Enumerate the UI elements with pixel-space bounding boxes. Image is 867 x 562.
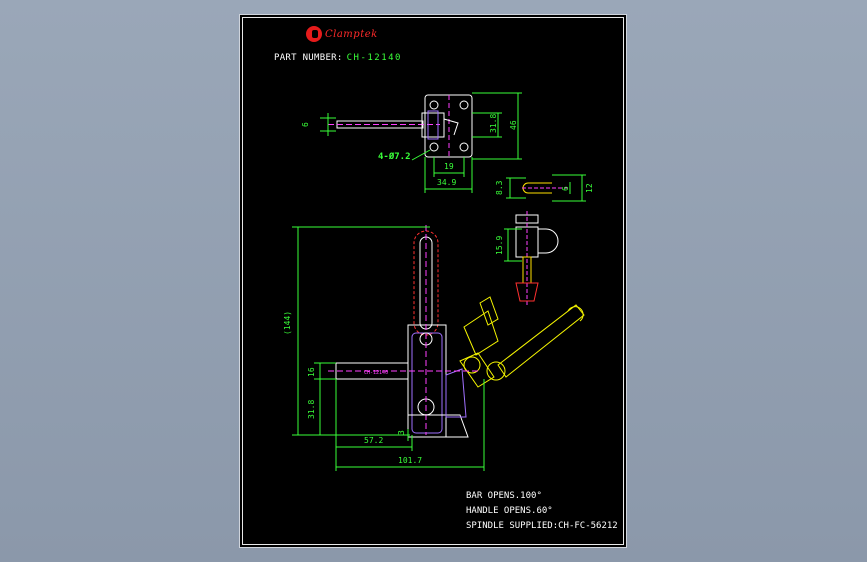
part-number-value: CH-12140 [346, 53, 402, 63]
bar-text: CH-12140 [364, 370, 388, 376]
dim-side-1017: 101.7 [398, 456, 422, 465]
company-logo: Clamptek [306, 26, 378, 42]
dim-side-height: (144) [283, 311, 292, 335]
dim-side-3: 3 [397, 430, 406, 435]
dim-top-height-46: 46 [509, 120, 518, 130]
dim-top-width-19: 19 [444, 162, 454, 171]
drawing-sheet: Clamptek PART NUMBER:CH-12140 [239, 14, 627, 548]
hole-label: 4-Ø7.2 [378, 151, 411, 162]
dim-side-16: 16 [307, 367, 316, 377]
cad-drawing: 6 31.8 46 4-Ø7.2 19 34.9 8.3 6 12 [283, 92, 594, 471]
dim-spindle-6: 6 [561, 186, 570, 191]
dim-side-572: 57.2 [364, 436, 383, 445]
dim-spindle-83: 8.3 [495, 180, 504, 195]
top-view: 6 31.8 46 4-Ø7.2 19 34.9 [301, 92, 522, 193]
drawing-frame [242, 17, 624, 545]
logo-text: Clamptek [325, 28, 378, 40]
dim-top-thickness: 6 [301, 122, 310, 127]
dim-spindle-159: 15.9 [495, 236, 504, 255]
dim-top-height-31: 31.8 [489, 114, 498, 133]
spec-notes: BAR OPENS.100° HANDLE OPENS.60° SPINDLE … [466, 489, 618, 534]
dim-side-318: 31.8 [307, 400, 316, 419]
dim-spindle-12: 12 [585, 183, 594, 193]
note-spindle: SPINDLE SUPPLIED:CH-FC-56212 [466, 521, 618, 531]
part-number-label: PART NUMBER: [274, 53, 343, 63]
dim-top-width-349: 34.9 [437, 178, 456, 187]
side-view: CH-12140 (144) 16 31.8 3 57.2 101.7 [283, 225, 585, 471]
logo-icon [306, 26, 322, 42]
part-number-row: PART NUMBER:CH-12140 [274, 53, 402, 63]
note-bar-opens: BAR OPENS.100° [466, 491, 542, 501]
spindle-detail: 8.3 6 12 15.9 [495, 174, 594, 305]
note-handle-opens: HANDLE OPENS.60° [466, 506, 553, 516]
